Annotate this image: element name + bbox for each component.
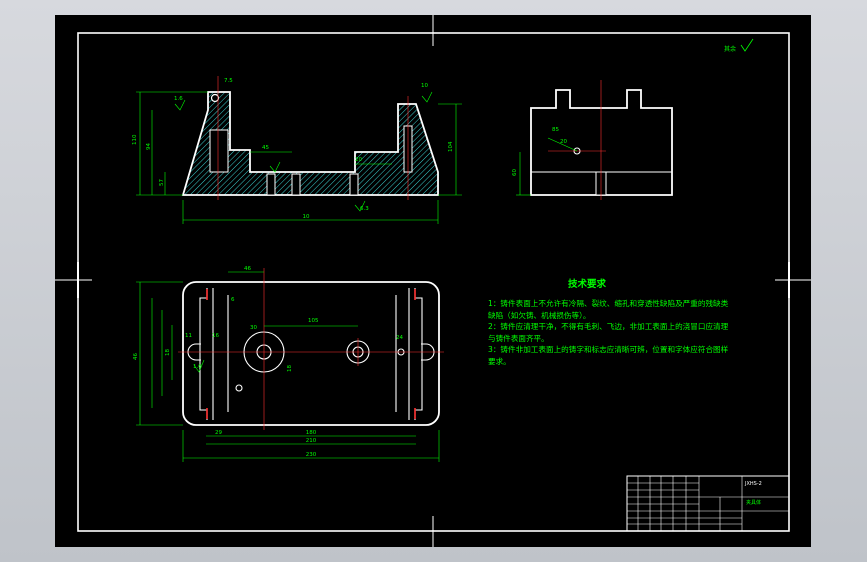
dim-side-85: 85 bbox=[552, 127, 559, 133]
dim-front-10: 10 bbox=[421, 83, 428, 89]
dim-front-width: 10 bbox=[303, 214, 310, 220]
sheet-frame bbox=[55, 15, 811, 547]
dim-top-30: 30 bbox=[250, 325, 257, 331]
dim-side-h60: 60 bbox=[512, 169, 518, 176]
dim-top-105: 105 bbox=[308, 318, 319, 324]
title-block-drawing-no: JXHS-2 bbox=[744, 481, 762, 487]
dim-top-230: 230 bbox=[306, 452, 317, 458]
dim-front-h57: 57 bbox=[159, 179, 165, 186]
top-view: 230 210 180 29 46 105 30 18 16 11 24 6 1… bbox=[133, 266, 444, 462]
dim-top-h-outer: 46 bbox=[133, 353, 139, 360]
dim-top-16: 16 bbox=[212, 333, 219, 339]
surface-finish-label: 其余 bbox=[724, 45, 736, 53]
dim-front-7-5: 7.5 bbox=[224, 78, 233, 84]
drawing-sheet bbox=[55, 15, 811, 547]
technical-requirements-title: 技术要求 bbox=[568, 279, 607, 290]
requirement-item-2: 2：铸件应清理干净，不得有毛刺、飞边，非加工表面上的浇冒口应清理与铸件表面齐平。 bbox=[488, 322, 729, 343]
front-view-outline bbox=[181, 91, 439, 196]
title-block-part-name: 夹具体 bbox=[746, 499, 761, 506]
top-view-outline bbox=[182, 281, 440, 426]
dim-top-ra: 1.6 bbox=[193, 364, 202, 370]
dim-top-29: 29 bbox=[215, 430, 222, 436]
title-block bbox=[626, 475, 790, 532]
front-view: 10 110 94 57 104 45 20 7.5 1.6 10 6.3 bbox=[132, 76, 462, 224]
requirement-item-3: 3：铸件非加工表面上的铸字和标志应清晰可辨，位置和字体应符合图样要求。 bbox=[488, 345, 729, 366]
front-view-hatch bbox=[183, 92, 438, 195]
dim-front-h104: 104 bbox=[448, 141, 454, 152]
dim-front-6-3: 6.3 bbox=[360, 206, 369, 212]
dim-front-h94: 94 bbox=[146, 143, 152, 150]
dim-side-20: 20 bbox=[560, 139, 567, 145]
technical-requirements: 技术要求 1：铸件表面上不允许有冷隔、裂纹、缩孔和穿透性缺陷及严重的残缺类缺陷（… bbox=[488, 279, 733, 367]
dim-top-180: 180 bbox=[306, 430, 317, 436]
dim-top-h-inner: 18 bbox=[165, 349, 171, 356]
surface-finish-symbol: 其余 bbox=[724, 38, 754, 53]
dim-front-ra: 1.6 bbox=[174, 96, 183, 102]
dim-top-18: 18 bbox=[287, 365, 293, 372]
dim-top-46: 46 bbox=[244, 266, 251, 272]
dim-front-45: 45 bbox=[262, 145, 269, 151]
requirement-item-1: 1：铸件表面上不允许有冷隔、裂纹、缩孔和穿透性缺陷及严重的残缺类缺陷（如欠铸、机… bbox=[488, 299, 729, 320]
dim-top-24: 24 bbox=[396, 335, 403, 341]
side-view-outline bbox=[530, 89, 673, 196]
dim-top-11: 11 bbox=[185, 333, 192, 339]
dim-front-20: 20 bbox=[355, 157, 362, 163]
dim-front-h110: 110 bbox=[132, 134, 138, 145]
dim-top-6: 6 bbox=[231, 297, 235, 303]
dim-top-210: 210 bbox=[306, 438, 317, 444]
side-view: 60 85 20 bbox=[512, 80, 673, 200]
